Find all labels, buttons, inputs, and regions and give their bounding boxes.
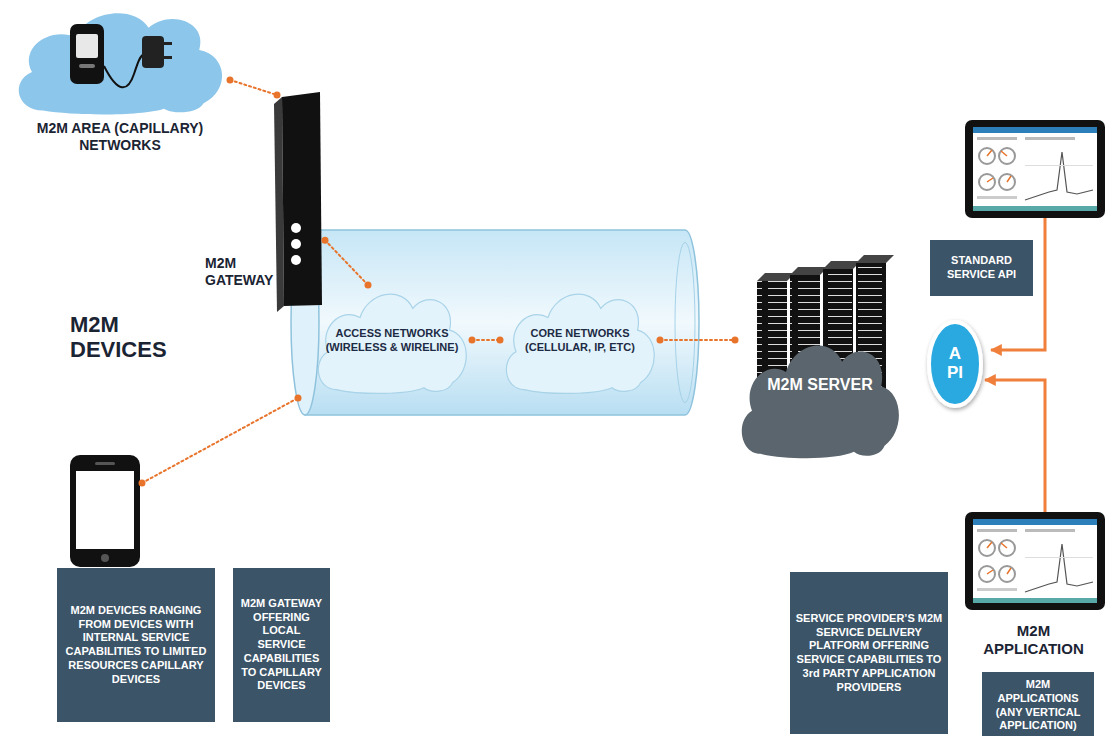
node-label: M2M AREA (CAPILLARY) NETWORKS	[10, 120, 230, 154]
node-shape	[500, 285, 660, 395]
node-shape	[10, 4, 230, 116]
connector-dot	[497, 337, 504, 344]
connector-dot	[469, 337, 476, 344]
note-box: M2M GATEWAY OFFERING LOCAL SERVICE CAPAB…	[233, 568, 330, 722]
connector-dot	[274, 92, 281, 99]
cloud-shape	[742, 345, 899, 458]
m2m-gateway: M2M GATEWAY	[205, 95, 325, 315]
node-label: ACCESS NETWORKS (WIRELESS & WIRELINE)	[317, 326, 467, 355]
note-box: SERVICE PROVIDER’S M2M SERVICE DELIVERY …	[790, 572, 948, 734]
network-pipe	[305, 230, 699, 415]
connector-line	[985, 380, 1045, 512]
pipe-ring	[675, 243, 695, 403]
note-box: M2M DEVICES RANGING FROM DEVICES WITH IN…	[57, 568, 215, 722]
node-shape	[312, 285, 472, 395]
connector-dot	[657, 337, 664, 344]
sensor-device	[70, 24, 172, 87]
node-label: M2M APPLICATION	[971, 622, 1096, 658]
connector	[227, 76, 281, 98]
capillary-network-cloud: M2M AREA (CAPILLARY) NETWORKS	[10, 4, 230, 169]
connector-dot	[732, 337, 739, 344]
tablet	[965, 512, 1105, 610]
node-label: API	[947, 345, 964, 382]
connector-dot	[227, 76, 234, 83]
connector	[322, 237, 372, 289]
link-dot	[139, 480, 146, 487]
phone-button	[101, 554, 109, 562]
phone-screen	[76, 471, 134, 549]
cloud-shape	[19, 13, 222, 114]
node-label: SERVICE PROVIDER’S M2M SERVICE DELIVERY …	[795, 612, 943, 695]
node-label: M2M DEVICES RANGING FROM DEVICES WITH IN…	[62, 604, 210, 687]
tablet	[965, 120, 1105, 218]
node-shape	[735, 255, 905, 460]
api-node: API	[925, 318, 985, 410]
link-dot	[295, 395, 302, 402]
connector-line	[660, 339, 735, 341]
m2m-server: M2M SERVER	[735, 255, 905, 460]
gateway-led	[291, 239, 301, 249]
api-oval	[929, 322, 981, 406]
phone	[70, 455, 140, 567]
access-network-cloud: ACCESS NETWORKS (WIRELESS & WIRELINE)	[312, 285, 472, 395]
core-network-cloud: CORE NETWORKS (CELLULAR, IP, ETC)	[500, 285, 660, 395]
connector	[985, 380, 1045, 512]
gateway-led	[291, 223, 301, 233]
connector	[469, 337, 504, 344]
m2m-application: M2M APPLICATION	[960, 512, 1107, 670]
phone-speaker	[95, 462, 115, 465]
phone-link	[142, 398, 298, 483]
connector	[657, 337, 739, 344]
connector-line	[230, 80, 277, 95]
node-label: STANDARD SERVICE API	[935, 254, 1028, 282]
note-box: STANDARD SERVICE API	[930, 240, 1033, 296]
connector-dot	[365, 282, 372, 289]
note-box: M2M APPLICATIONS (ANY VERTICAL APPLICATI…	[982, 672, 1094, 736]
node-label: M2M GATEWAY	[205, 255, 277, 289]
connector-line	[325, 240, 368, 285]
node-label: M2M GATEWAY OFFERING LOCAL SERVICE CAPAB…	[238, 597, 325, 693]
connector-dot	[322, 237, 329, 244]
connector-line	[472, 339, 500, 341]
gateway-device	[282, 92, 322, 306]
node-label: CORE NETWORKS (CELLULAR, IP, ETC)	[505, 326, 655, 355]
section-label: M2M DEVICES	[70, 312, 180, 363]
node-label: M2M SERVER	[735, 375, 905, 394]
node-label: M2M APPLICATIONS (ANY VERTICAL APPLICATI…	[987, 678, 1089, 733]
gateway-led	[291, 255, 301, 265]
